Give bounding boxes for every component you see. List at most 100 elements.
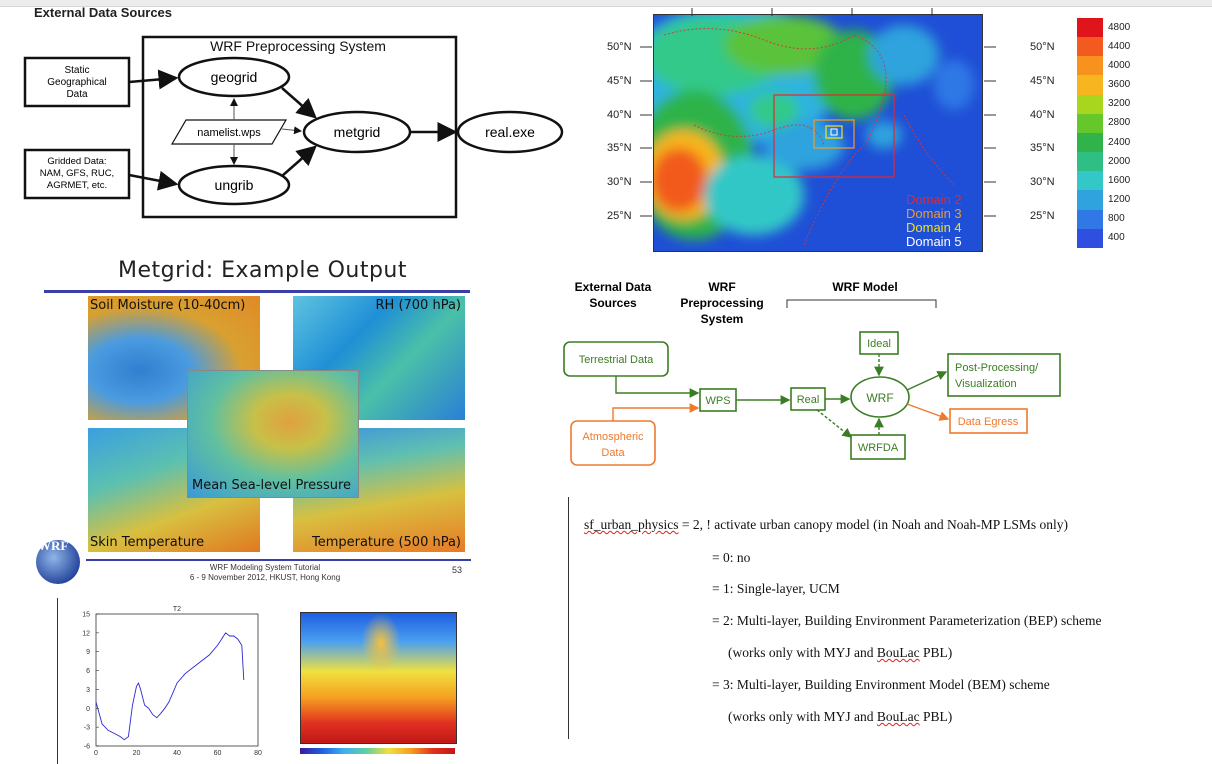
domain-4-box [825, 125, 843, 139]
ideal-label: Ideal [867, 338, 891, 350]
urban-physics-rest: = 2, ! activate urban canopy model (in N… [678, 517, 1069, 532]
wrf-logo-text: WRF [38, 538, 69, 553]
lat-left-50: 50°N [607, 41, 632, 53]
option-2-note-post: PBL) [919, 645, 953, 660]
domain-3-label: Domain 3 [906, 206, 962, 221]
metgrid-label: metgrid [334, 124, 381, 140]
arrow-real-wrfda [816, 409, 853, 438]
lat-right-25: 25°N [1030, 210, 1055, 222]
domain-2-box [773, 94, 895, 178]
domain-5-label: Domain 5 [906, 234, 962, 249]
geogrid-label: geogrid [211, 69, 258, 85]
arrow-wrf-post [906, 371, 948, 391]
domain-5-box [830, 128, 838, 136]
y-tick-label: -6 [84, 744, 90, 751]
lat-left-35: 35°N [607, 142, 632, 154]
lat-left-45: 45°N [607, 75, 632, 87]
mslp-panel: Mean Sea-level Pressure [187, 370, 359, 498]
temperature-plume [361, 613, 401, 673]
window-top-bar [0, 0, 1212, 7]
colorbar-tick-label: 800 [1108, 213, 1125, 225]
wrfda-box [850, 434, 906, 460]
arrow-ungrib-metgrid [281, 145, 317, 177]
static-line-3: Data [66, 89, 88, 100]
wrf-model-flow: External Data Sources WRF Preprocessing … [563, 280, 1061, 466]
colorbar-tick-label: 2000 [1108, 155, 1131, 167]
colorbar-tick-label: 3600 [1108, 79, 1131, 91]
footer-rule [86, 559, 471, 561]
domain-4-label: Domain 4 [906, 220, 962, 235]
arrow-static-geogrid [128, 69, 179, 90]
colorbar-tick-label: 1600 [1108, 174, 1131, 186]
col-external-1: External Data [575, 280, 652, 294]
post-line-2: Visualization [955, 378, 1017, 390]
x-tick-label: 0 [94, 750, 98, 757]
option-3-note-pre: (works only with MYJ and [728, 709, 877, 724]
real-exe-label: real.exe [485, 124, 535, 140]
lat-right-30: 30°N [1030, 176, 1055, 188]
wps-flow-diagram: External Data Sources WRF Preprocessing … [23, 5, 564, 219]
colorbar-tick-label: 2800 [1108, 117, 1131, 129]
arrow-namelist-metgrid [281, 126, 302, 135]
y-tick-label: 15 [82, 612, 90, 619]
col-wrf-model: WRF Model [832, 280, 897, 294]
terrain-map: Domain 2 Domain 3 Domain 4 Domain 5 [654, 15, 982, 251]
colorbar-swatch [1077, 37, 1103, 57]
colorbar-tick-label: 3200 [1108, 98, 1131, 110]
colorbar-swatch [1077, 75, 1103, 95]
static-line-1: Static [64, 65, 89, 76]
colorbar-swatch [1077, 94, 1103, 114]
option-2-note-boulac: BouLac [876, 645, 920, 660]
temperature-colorbar [300, 748, 455, 754]
colorbar-swatch [1077, 18, 1103, 38]
terrestrial-label: Terrestrial Data [579, 354, 654, 366]
ungrib-node [177, 164, 291, 206]
skin-temp-label: Skin Temperature [90, 535, 205, 550]
soil-moisture-panel: Soil Moisture (10-40cm) [88, 296, 260, 420]
col-wps-3: System [701, 312, 744, 326]
elevation-colorbar [1077, 18, 1103, 248]
x-tick-label: 40 [173, 750, 181, 757]
col-wps-1: WRF [708, 280, 735, 294]
lat-right-45: 45°N [1030, 75, 1055, 87]
wrfda-label: WRFDA [858, 442, 899, 454]
real-exe-node [456, 110, 564, 154]
lat-right-50: 50°N [1030, 41, 1055, 53]
colorbar-tick-label: 400 [1108, 232, 1125, 244]
t2-plot-frame [95, 613, 259, 747]
static-line-2: Geographical [47, 77, 106, 88]
data-egress-box [949, 408, 1028, 434]
wrf-node [850, 376, 910, 418]
wrf-logo: WRF [36, 538, 80, 584]
col-wps-2: Preprocessing [680, 296, 763, 310]
y-tick-label: 3 [86, 687, 90, 694]
post-processing-box [947, 353, 1061, 397]
soil-moisture-label: Soil Moisture (10-40cm) [90, 298, 246, 313]
x-tick-label: 80 [254, 750, 262, 757]
wrf-node-label: WRF [866, 391, 893, 405]
colorbar-swatch [1077, 56, 1103, 76]
colorbar-tick-label: 4000 [1108, 59, 1131, 71]
gridded-line-3: AGRMET, etc. [47, 180, 107, 191]
lat-left-30: 30°N [607, 176, 632, 188]
arrow-gridded-ungrib [128, 170, 179, 191]
gridded-line-2: NAM, GFS, RUC, [40, 168, 114, 179]
t2-title: T2 [173, 606, 181, 613]
map-top-ticks [691, 8, 933, 16]
arrow-wrf-egress [906, 403, 950, 421]
domain-2-label: Domain 2 [906, 192, 962, 207]
x-tick-label: 20 [133, 750, 141, 757]
lat-left-40: 40°N [607, 109, 632, 121]
page-number: 53 [452, 565, 463, 575]
option-3-note-boulac: BouLac [876, 709, 920, 724]
real-label: Real [797, 394, 820, 406]
temp-500-label: Temperature (500 hPa) [311, 535, 461, 550]
y-tick-label: -3 [84, 725, 90, 732]
text-divider [568, 497, 569, 739]
lat-tick-marks [640, 46, 996, 217]
colorbar-swatch [1077, 132, 1103, 153]
colorbar-tick-label: 4400 [1108, 40, 1131, 52]
colorbar-swatch [1077, 190, 1103, 210]
geogrid-node [177, 56, 291, 98]
